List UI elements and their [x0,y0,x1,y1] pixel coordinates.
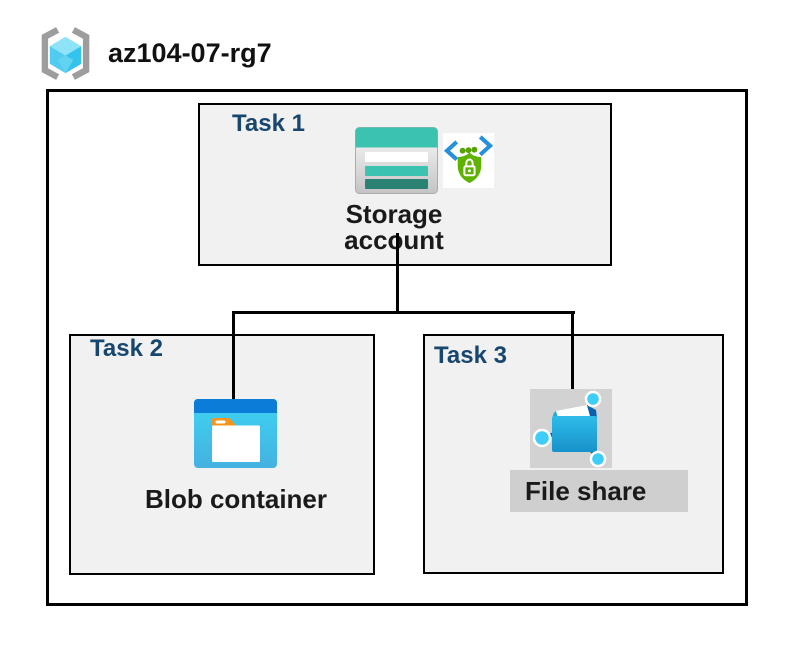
file-share-label-band: File share [510,470,688,512]
task1-label: Task 1 [232,110,305,137]
connector-storage-down [396,233,399,314]
resource-group-name: az104-07-rg7 [108,38,272,68]
code-shield-lock-icon [443,133,494,188]
blob-container-label: Blob container [144,484,327,514]
connector-to-fileshare [571,311,574,392]
storage-account-icon [355,127,438,194]
task2-box [69,334,375,575]
task2-label: Task 2 [90,335,163,362]
connector-horizontal [232,311,575,314]
connector-to-blob [232,311,235,400]
resource-group-icon [36,26,95,81]
storage-account-label: Storage account [344,199,444,255]
file-share-label: File share [525,476,647,506]
blob-container-icon [194,399,277,468]
file-share-icon [530,389,612,470]
task3-label: Task 3 [434,342,507,369]
